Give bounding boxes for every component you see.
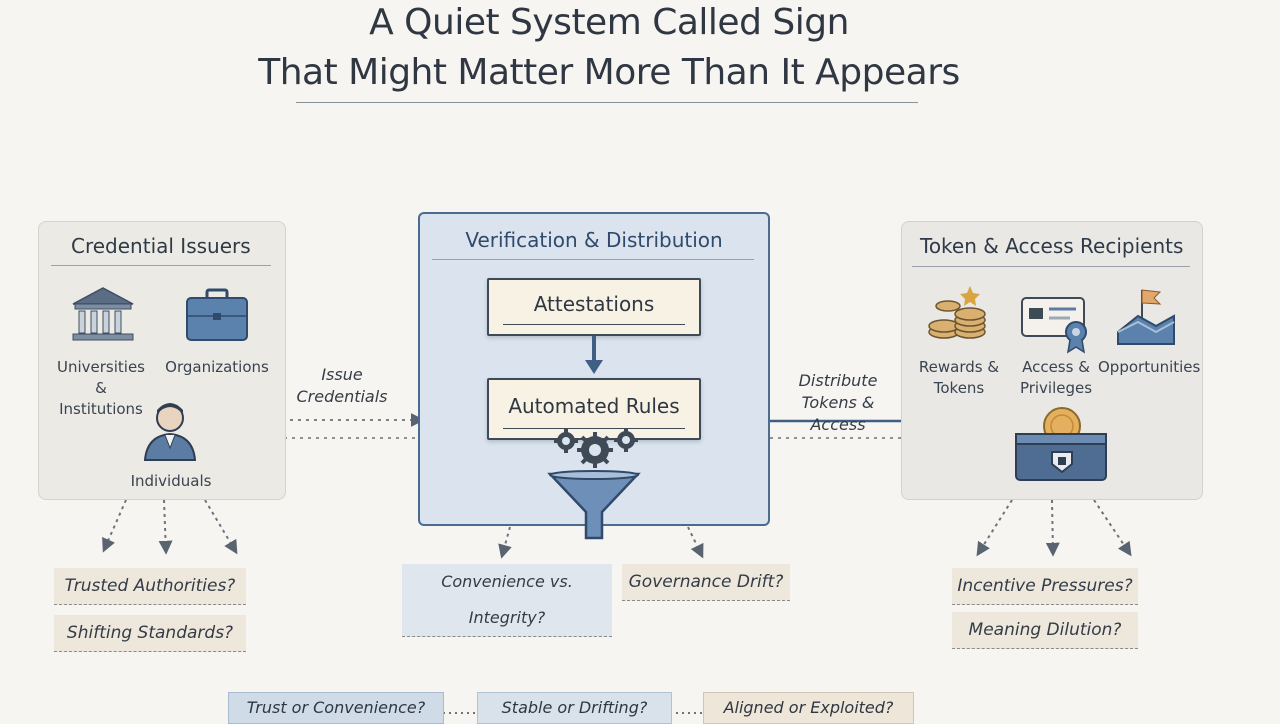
token-access-divider — [912, 266, 1190, 267]
person-icon — [143, 403, 197, 461]
governance-drift-question: Governance Drift? — [622, 564, 790, 601]
flag-mountain-icon — [1117, 289, 1175, 345]
attestations-box: Attestations — [487, 278, 701, 336]
incentive-pressures-question: Incentive Pressures? — [952, 568, 1138, 605]
distribute-tokens-label: Distribute Tokens & Access — [798, 371, 878, 434]
token-access-recipients-panel: Token & Access Recipients Rewards & Toke… — [901, 221, 1203, 500]
funnel-icon — [547, 470, 641, 540]
credential-issuers-divider — [51, 265, 271, 266]
page-title-line-1: A Quiet System Called Sign — [369, 2, 849, 43]
verification-distribution-panel: Verification & Distribution Attestations… — [418, 212, 770, 540]
access-privileges-label: Access & Privileges — [1019, 358, 1093, 397]
universities-institutions-label: Universities & Institutions — [56, 358, 145, 418]
page-title-line-2: That Might Matter More Than It Appears — [258, 52, 960, 93]
trusted-authorities-question: Trusted Authorities? — [54, 568, 246, 605]
coins-icon — [928, 286, 986, 339]
rewards-tokens-label: Rewards & Tokens — [918, 358, 1000, 397]
attestations-label: Attestations — [533, 292, 655, 316]
convenience-integrity-question: Convenience vs. Integrity? — [402, 564, 612, 637]
shifting-standards-question: Shifting Standards? — [54, 615, 246, 652]
aligned-or-exploited-question: Aligned or Exploited? — [703, 692, 914, 724]
individuals-label: Individuals — [130, 472, 212, 490]
issue-credentials-label: Issue Credentials — [296, 365, 388, 406]
gears-icon — [554, 428, 638, 468]
organizations-label: Organizations — [165, 358, 269, 376]
opportunities-label: Opportunities — [1098, 358, 1201, 376]
access-card-icon — [1021, 297, 1087, 354]
down-arrow-icon — [585, 336, 603, 374]
token-vault-icon — [1015, 407, 1107, 481]
briefcase-icon — [186, 288, 248, 341]
credential-issuers-panel: Credential Issuers Universities & Instit… — [38, 221, 286, 500]
automated-rules-label: Automated Rules — [508, 394, 680, 418]
meaning-dilution-question: Meaning Dilution? — [952, 612, 1138, 649]
credential-issuers-title: Credential Issuers — [71, 234, 251, 258]
university-building-icon — [72, 287, 134, 341]
stable-or-drifting-question: Stable or Drifting? — [477, 692, 672, 724]
title-divider — [296, 102, 918, 103]
token-access-recipients-title: Token & Access Recipients — [920, 234, 1184, 258]
verification-divider — [432, 259, 754, 260]
verification-distribution-title: Verification & Distribution — [465, 228, 723, 252]
automated-rules-box: Automated Rules — [487, 378, 701, 440]
trust-or-convenience-question: Trust or Convenience? — [228, 692, 444, 724]
